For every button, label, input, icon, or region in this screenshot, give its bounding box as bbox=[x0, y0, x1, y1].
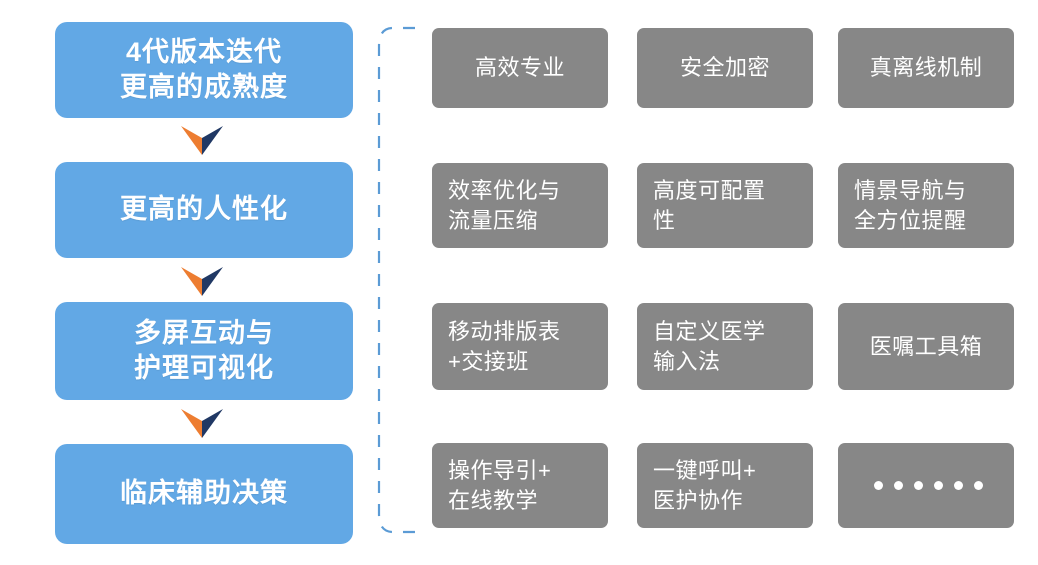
feature-box-3-1-line-1: 移动排版表 bbox=[448, 319, 561, 345]
feature-box-2-1-line-1: 效率优化与 bbox=[448, 178, 561, 204]
chevron-down-icon-3 bbox=[180, 408, 224, 438]
feature-box-2-3-line-1: 情景导航与 bbox=[854, 178, 967, 204]
feature-box-3-1-line-2: +交接班 bbox=[448, 348, 529, 374]
ellipsis-dot bbox=[894, 481, 903, 490]
feature-box-2-2-line-1: 高度可配置 bbox=[653, 178, 766, 204]
ellipsis-dot bbox=[874, 481, 883, 490]
ellipsis-dot bbox=[914, 481, 923, 490]
chevron-down-icon-1 bbox=[180, 125, 224, 155]
flow-stage-4[interactable]: 临床辅助决策 bbox=[55, 444, 353, 544]
ellipsis-dots-icon bbox=[854, 481, 998, 490]
feature-box-2-3[interactable]: 情景导航与 全方位提醒 bbox=[838, 163, 1014, 248]
feature-box-4-1[interactable]: 操作导引+ 在线教学 bbox=[432, 443, 608, 528]
flow-stage-4-line-1: 临床辅助决策 bbox=[120, 478, 288, 509]
feature-box-3-3[interactable]: 医嘱工具箱 bbox=[838, 303, 1014, 390]
feature-box-4-1-line-2: 在线教学 bbox=[448, 487, 539, 513]
feature-box-1-1[interactable]: 高效专业 bbox=[432, 28, 608, 108]
flow-stage-1[interactable]: 4代版本迭代 更高的成熟度 bbox=[55, 22, 353, 118]
flow-stage-3[interactable]: 多屏互动与 护理可视化 bbox=[55, 302, 353, 400]
flow-stage-3-line-1: 多屏互动与 bbox=[134, 317, 274, 348]
feature-box-3-2-line-1: 自定义医学 bbox=[653, 319, 766, 345]
left-brace-dashed-icon bbox=[375, 24, 423, 536]
feature-box-2-1[interactable]: 效率优化与 流量压缩 bbox=[432, 163, 608, 248]
feature-box-4-2-line-1: 一键呼叫+ bbox=[653, 458, 757, 484]
chevron-down-icon-2 bbox=[180, 266, 224, 296]
feature-box-2-3-line-2: 全方位提醒 bbox=[854, 207, 967, 233]
feature-box-3-3-line-1: 医嘱工具箱 bbox=[869, 333, 983, 359]
feature-box-4-2[interactable]: 一键呼叫+ 医护协作 bbox=[637, 443, 813, 528]
feature-box-2-2-line-2: 性 bbox=[653, 207, 676, 233]
feature-box-1-1-line-1: 高效专业 bbox=[474, 55, 565, 81]
feature-box-1-2[interactable]: 安全加密 bbox=[637, 28, 813, 108]
feature-box-4-1-line-1: 操作导引+ bbox=[448, 458, 552, 484]
flow-stage-3-line-2: 护理可视化 bbox=[134, 353, 274, 383]
flow-stage-2[interactable]: 更高的人性化 bbox=[55, 162, 353, 258]
feature-box-4-3-ellipsis[interactable] bbox=[838, 443, 1014, 528]
feature-box-2-2[interactable]: 高度可配置 性 bbox=[637, 163, 813, 248]
ellipsis-dot bbox=[954, 481, 963, 490]
feature-box-1-3-line-1: 真离线机制 bbox=[869, 55, 983, 81]
feature-box-2-1-line-2: 流量压缩 bbox=[448, 207, 539, 233]
flow-stage-2-line-1: 更高的人性化 bbox=[120, 194, 288, 225]
flow-stage-1-line-1: 4代版本迭代 bbox=[125, 36, 283, 67]
feature-box-1-2-line-1: 安全加密 bbox=[679, 55, 770, 81]
feature-box-3-1[interactable]: 移动排版表 +交接班 bbox=[432, 303, 608, 390]
feature-box-4-2-line-2: 医护协作 bbox=[653, 487, 744, 513]
feature-box-3-2-line-2: 输入法 bbox=[653, 348, 721, 374]
flow-stage-1-line-2: 更高的成熟度 bbox=[120, 72, 288, 102]
feature-box-3-2[interactable]: 自定义医学 输入法 bbox=[637, 303, 813, 390]
feature-box-1-3[interactable]: 真离线机制 bbox=[838, 28, 1014, 108]
ellipsis-dot bbox=[974, 481, 983, 490]
ellipsis-dot bbox=[934, 481, 943, 490]
